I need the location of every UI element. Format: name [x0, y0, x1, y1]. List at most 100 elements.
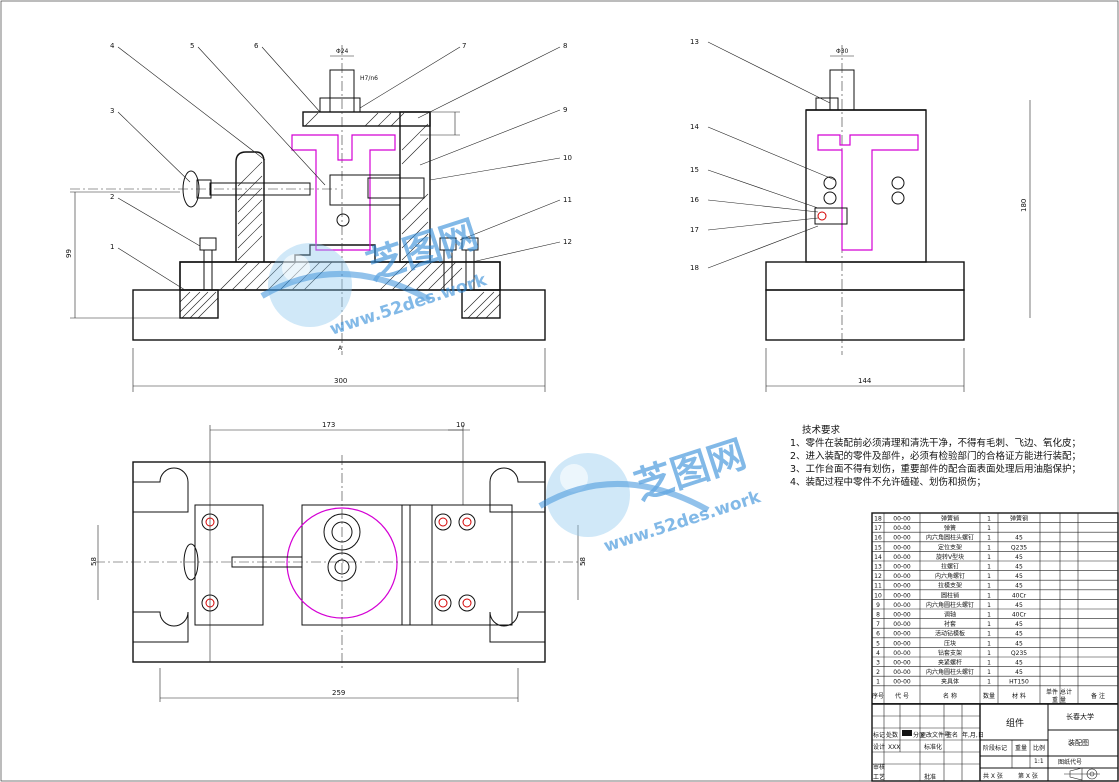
bom-row-qty: 1: [987, 554, 991, 561]
bom-row-name: 拉螺钉: [941, 563, 959, 571]
bom-row-no: 16: [874, 535, 882, 542]
bom-row-code: 00-00: [893, 669, 911, 676]
tb-school: 长春大学: [1066, 712, 1094, 721]
callout-9: 9: [563, 106, 567, 114]
bom-row-qty: 1: [987, 592, 991, 599]
bom-row-no: 6: [876, 631, 880, 638]
tb-scale-label: 比例: [1033, 744, 1045, 752]
callout-5: 5: [190, 42, 194, 50]
bom-row-material: 45: [1015, 573, 1023, 580]
bom-row-name: 调轴: [944, 611, 956, 619]
bom-row-no: 17: [874, 525, 882, 532]
tb-craft: 工艺: [873, 773, 885, 781]
bom-row-material: 40Cr: [1012, 612, 1027, 619]
bom-row-no: 7: [876, 621, 880, 628]
bom-row-material: 40Cr: [1012, 592, 1027, 599]
tb-row-sign: 签名: [946, 731, 958, 739]
tb-scale: 1:1: [1034, 758, 1044, 765]
bom-row-qty: 1: [987, 544, 991, 551]
tb-row-count: 处数: [886, 731, 898, 739]
tech-req-title: 技术要求: [802, 424, 841, 436]
bom-row-qty: 1: [987, 631, 991, 638]
bom-header-weight: 重 量: [1052, 696, 1066, 704]
callout-4: 4: [110, 42, 115, 50]
bom-row-material: 45: [1015, 631, 1023, 638]
title-block: 组件 长春大学 装配图 阶段标记 重量 比例 1:1 共 X 张 第 X 张 图…: [872, 703, 1118, 781]
bom-row-material: HT150: [1009, 679, 1029, 686]
bom-row-name: 定位支架: [938, 543, 962, 551]
bom-row-name: 内六角圆柱头螺钉: [926, 601, 974, 609]
bom-row-name: 内六角螺钉: [935, 572, 965, 580]
bom-row-no: 2: [876, 669, 880, 676]
bom-row-code: 00-00: [893, 535, 911, 542]
tb-sheet: 第 X 张: [1018, 772, 1038, 780]
bom-header-code: 代 号: [895, 692, 909, 700]
bom-row-code: 00-00: [893, 525, 911, 532]
projection-symbol-icon: [1064, 767, 1100, 781]
bom-row-material: Q235: [1011, 544, 1027, 551]
bom-row-code: 00-00: [893, 631, 911, 638]
bom-row-no: 12: [874, 573, 882, 580]
bom-row-name: 衬套: [944, 620, 956, 628]
bom-row-name: 弹簧: [944, 524, 956, 532]
bom-row-no: 4: [876, 650, 880, 657]
bom-row-material: 弹簧钢: [1010, 515, 1028, 523]
bom-row-material: Q235: [1011, 650, 1027, 657]
callout-6: 6: [254, 42, 259, 50]
bom-header-no: 序号: [872, 692, 884, 700]
callout-13: 13: [690, 38, 699, 46]
tech-req-item-3: 3、工作台面不得有划伤，重要部件的配合面表面处理后用油脂保护；: [790, 463, 1081, 475]
bom-row-qty: 1: [987, 621, 991, 628]
bom-row-no: 14: [874, 554, 882, 561]
side-callouts: 13 14 15 16 17 18: [690, 38, 836, 272]
bom-row-name: 旋转V型块: [936, 553, 964, 561]
dim-phi24: Φ24: [336, 48, 349, 55]
bom-row-code: 00-00: [893, 583, 911, 590]
bom-row-code: 00-00: [893, 660, 911, 667]
callout-18: 18: [690, 264, 699, 272]
bom-row-qty: 1: [987, 525, 991, 532]
bom-row-code: 00-00: [893, 612, 911, 619]
bom-row-name: 内六角圆柱头螺钉: [926, 534, 974, 542]
dim-fit: H7/n6: [360, 75, 378, 82]
callout-8: 8: [563, 42, 567, 50]
tb-row-change: 更改文件号: [920, 731, 950, 739]
tb-weight: 重量: [1015, 744, 1027, 752]
bom-row-no: 3: [876, 660, 880, 667]
tb-type: 装配图: [1068, 738, 1089, 747]
tb-stage: 阶段标记: [983, 744, 1007, 752]
bom-row-no: 1: [876, 679, 880, 686]
bom-row-qty: 1: [987, 640, 991, 647]
bom-row-name: 夹具体: [941, 678, 959, 686]
tech-req-item-2: 2、进入装配的零件及部件，必须有检验部门的合格证方能进行装配；: [790, 450, 1081, 462]
bom-row-code: 00-00: [893, 621, 911, 628]
bom-header-name: 名 称: [943, 692, 957, 700]
tb-row-zone: 分区: [913, 731, 925, 739]
watermark-2: 芝图网 www.52des.work: [538, 431, 764, 557]
callout-17: 17: [690, 226, 699, 234]
bom-row-code: 00-00: [893, 602, 911, 609]
bom-row-qty: 1: [987, 535, 991, 542]
bom-row-qty: 1: [987, 564, 991, 571]
dim-front-height: 99: [65, 249, 73, 258]
bom-row-name: 压块: [944, 639, 956, 647]
callout-12: 12: [563, 238, 572, 246]
tb-std: 标准化: [924, 743, 942, 751]
bom-row-no: 10: [874, 592, 882, 599]
callout-3: 3: [110, 107, 114, 115]
bom-row-qty: 1: [987, 573, 991, 580]
bom-row-qty: 1: [987, 516, 991, 523]
bom-row-material: 45: [1015, 669, 1023, 676]
dim-front-width: 300: [334, 377, 347, 385]
tb-approve: 批准: [924, 773, 936, 781]
bom-row-qty: 1: [987, 679, 991, 686]
callout-16: 16: [690, 196, 699, 204]
bom-row-material: 45: [1015, 535, 1023, 542]
bom-row-name: 圆柱销: [941, 591, 959, 599]
bom-row-no: 8: [876, 612, 880, 619]
side-view: 144 180 Φ30: [765, 45, 1031, 392]
callout-1: 1: [110, 243, 114, 251]
dim-top-b: 10: [456, 421, 465, 429]
tb-drawing-no: 图纸代号: [1058, 758, 1082, 766]
